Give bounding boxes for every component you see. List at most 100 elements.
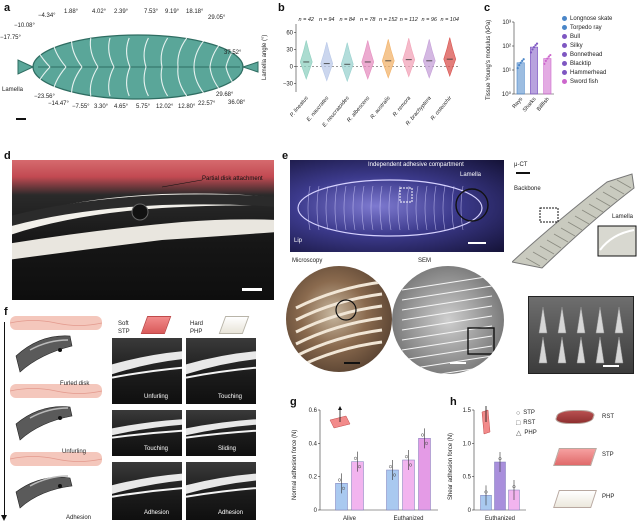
panel-b-n-label: n = 42: [299, 17, 314, 23]
panel-c-point: [518, 64, 521, 67]
panel-e-lamella2-label: Lamella: [612, 214, 634, 220]
panel-a-upper-angle: −17.75°: [0, 35, 21, 41]
panel-f-soft-sub: STP: [118, 329, 130, 335]
panel-e-microscopy-image: [286, 266, 392, 372]
panel-g-tick-label: 0: [314, 508, 318, 514]
panel-c-point: [521, 59, 524, 62]
panel-b-tick-label: −30: [283, 82, 294, 88]
panel-g-point: [341, 486, 346, 490]
panel-f-soft-frame-label: Unfurling: [144, 394, 169, 400]
panel-e-disk-photo: [290, 160, 504, 252]
panel-c-legend-item: Sword fish: [562, 77, 612, 86]
panel-e-backbone-label: Backbone: [514, 186, 541, 192]
panel-h-legend-item: △PHP: [516, 428, 537, 438]
panel-f-timeline-arrowhead: [1, 515, 7, 521]
panel-b-n-label: n = 104: [440, 17, 459, 23]
panel-b-violin: [402, 38, 416, 78]
panel-letter-a: a: [4, 2, 11, 14]
panel-e-sem-label: SEM: [418, 258, 432, 264]
panel-c-legend-marker-icon: [562, 16, 567, 21]
panel-e-sem-image: [392, 266, 504, 374]
panel-h-tick-label: 0: [468, 508, 472, 514]
panel-b-violin: [340, 42, 354, 83]
panel-c-legend-label: Hammerhead: [570, 69, 607, 76]
panel-a-upper-angle: 1.88°: [64, 9, 79, 15]
panel-h-material-swatch-icon: [553, 410, 597, 424]
panel-c-point: [544, 59, 547, 62]
panel-f-disk: [29, 407, 69, 419]
panel-c-legend-marker-icon: [562, 70, 567, 75]
panel-a-lamella-label: Lamella: [2, 87, 24, 93]
panel-a-upper-angle: 29.05°: [208, 15, 226, 21]
panel-e-uct-image: [512, 170, 638, 270]
panel-h-legend-label: STP: [523, 410, 535, 416]
panel-a-lower-angle: 3.30°: [94, 104, 109, 110]
panel-h-material-swatch-icon: [553, 490, 597, 508]
panel-g-point: [408, 463, 413, 467]
panel-h-material-label: PHP: [602, 494, 615, 500]
panel-c-point: [529, 51, 533, 54]
panel-b-violin: [381, 39, 395, 79]
panel-c-tick-label: 10¹: [502, 68, 511, 74]
panel-g-point: [392, 473, 397, 477]
panel-h-tick-label: 1.5: [463, 408, 472, 414]
panel-b-tick-label: 30: [286, 48, 293, 54]
panel-h-legend-item: □RST: [516, 418, 537, 428]
panel-a-lower-angle: −23.56°: [34, 94, 55, 100]
panel-c-group-label: Sharks: [522, 96, 538, 113]
panel-d-photo: [12, 160, 274, 300]
panel-b-n-label: n = 152: [379, 17, 398, 23]
panel-c-legend-label: Bull: [570, 33, 581, 40]
panel-h-legend-label: RST: [523, 420, 536, 426]
panel-c-legend-item: Bonnethead: [562, 50, 612, 59]
panel-f-fish-eye: [58, 484, 62, 488]
panel-g-point: [337, 478, 342, 482]
panel-f-soft-frame-label: Adhesion: [144, 510, 170, 516]
panel-letter-d: d: [4, 150, 11, 162]
panel-c-point: [532, 45, 536, 49]
panel-f-soft-frame: [112, 338, 182, 404]
panel-c-tick-label: 10³: [502, 20, 511, 26]
panel-b-violin: [443, 37, 457, 78]
panel-c-point: [535, 42, 539, 45]
panel-e-microscopy-label: Microscopy: [292, 258, 323, 264]
panel-f-illustration: [10, 316, 102, 509]
panel-c-point: [546, 57, 549, 60]
panel-e-lamella-label: Lamella: [460, 172, 482, 178]
panel-f-hard-frame: [186, 410, 256, 456]
panel-a-lower-angle: 22.57°: [198, 101, 216, 107]
panel-c-legend-label: Bonnethead: [570, 51, 603, 58]
panel-f-skin-wave: [10, 320, 102, 326]
panel-c-legend-marker-icon: [562, 61, 567, 66]
panel-e-lip-label: Lip: [294, 238, 303, 244]
panel-a-lower-angle: 5.75°: [136, 104, 151, 110]
panel-b-n-label: n = 84: [340, 17, 355, 23]
panel-c-legend-item: Longnose skate: [562, 14, 612, 23]
panel-g-point: [357, 465, 362, 469]
panel-c-tick-label: 10²: [502, 44, 511, 50]
panel-f-hard-frame: [186, 462, 256, 520]
panel-c-point: [516, 66, 519, 70]
panel-a-lower-angle: −7.55°: [72, 104, 90, 110]
panel-b-violin: [422, 39, 436, 79]
panel-c-legend-label: Silky: [570, 42, 583, 49]
panel-c-legend-marker-icon: [562, 25, 567, 30]
panel-h-legend-marker-icon: ○: [516, 409, 521, 417]
panel-a-upper-angle: 7.53°: [144, 9, 159, 15]
panel-f-soft-title: Soft: [118, 321, 129, 327]
panel-c-legend-marker-icon: [562, 43, 567, 48]
panel-f-hard-sub: PHP: [190, 329, 203, 335]
panel-letter-e: e: [282, 150, 289, 162]
panel-b-species-label: R. remora: [392, 95, 412, 118]
panel-letter-f: f: [4, 306, 8, 318]
panel-a-lower-angle: −14.47°: [48, 101, 69, 107]
panel-f-fish-head: [15, 335, 73, 373]
panel-f-stage-adhesion: Adhesion: [66, 515, 92, 521]
panel-h-material-label: STP: [602, 452, 614, 458]
panel-h-ylabel: Shear adhesion force (N): [448, 432, 454, 500]
panel-h-tick-label: 0.5: [463, 475, 472, 481]
panel-f-hard-frame-label: Sliding: [218, 446, 237, 452]
panel-g-group-label: Euthanized: [393, 516, 423, 522]
